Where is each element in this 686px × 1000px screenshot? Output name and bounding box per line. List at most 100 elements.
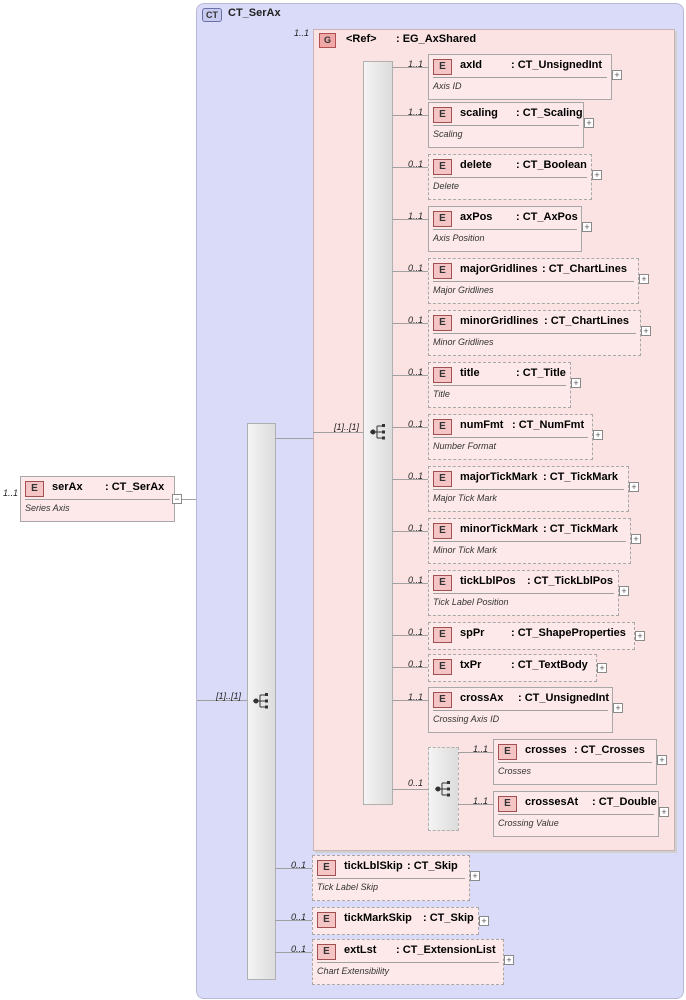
root-cardinality: 1..1 — [3, 488, 19, 498]
expand-toggle[interactable]: + — [584, 118, 594, 128]
expand-toggle[interactable]: + — [657, 755, 667, 765]
collapse-toggle[interactable]: − — [172, 494, 182, 504]
group-sequence-cardinality: [1]..[1] — [334, 422, 360, 432]
element-cardinality: 1..1 — [473, 796, 489, 806]
element-cardinality: 0..1 — [408, 659, 424, 669]
connector-line — [275, 920, 312, 921]
element-type: : CT_AxPos — [516, 211, 578, 223]
element-type: : CT_UnsignedInt — [511, 59, 603, 71]
connector-line — [392, 583, 428, 584]
expand-toggle[interactable]: + — [479, 916, 489, 926]
expand-toggle[interactable]: + — [629, 482, 639, 492]
expand-toggle[interactable]: + — [613, 703, 623, 713]
element-type: : CT_UnsignedInt — [518, 692, 610, 704]
group-cardinality: 1..1 — [294, 28, 310, 38]
element-type: : CT_ExtensionList — [396, 944, 496, 956]
element-cardinality: 1..1 — [408, 211, 424, 221]
divider — [433, 333, 636, 334]
element-description: Chart Extensibility — [317, 966, 390, 976]
element-type: : CT_TickLblPos — [527, 575, 613, 587]
expand-toggle[interactable]: + — [612, 70, 622, 80]
element-badge: E — [433, 159, 452, 175]
connector-line — [275, 438, 313, 439]
element-badge: E — [433, 419, 452, 435]
expand-toggle[interactable]: + — [592, 170, 602, 180]
element-name: majorGridlines — [460, 263, 538, 275]
expand-toggle[interactable]: + — [504, 955, 514, 965]
connector-line — [392, 323, 428, 324]
element-description: Crosses — [498, 766, 532, 776]
divider — [433, 77, 607, 78]
divider — [433, 437, 588, 438]
element-cardinality: 0..1 — [408, 471, 424, 481]
element-badge: E — [433, 627, 452, 643]
connector-line — [392, 115, 428, 116]
connector-line — [392, 375, 428, 376]
element-cardinality: 0..1 — [291, 944, 307, 954]
divider — [433, 229, 577, 230]
element-name: spPr — [460, 627, 485, 639]
element-badge: E — [433, 315, 452, 331]
expand-toggle[interactable]: + — [631, 534, 641, 544]
expand-toggle[interactable]: + — [571, 378, 581, 388]
element-description: Axis ID — [433, 81, 462, 91]
element-type: : CT_Boolean — [516, 159, 587, 171]
element-name: extLst — [344, 944, 377, 956]
outer-sequence-cardinality: [1]..[1] — [216, 691, 242, 701]
divider — [498, 814, 654, 815]
divider — [433, 541, 626, 542]
element-badge: E — [433, 211, 452, 227]
expand-toggle[interactable]: + — [470, 871, 480, 881]
expand-toggle[interactable]: + — [635, 631, 645, 641]
root-element-serAx[interactable]: E serAx : CT_SerAx Series Axis — [20, 476, 175, 522]
divider — [317, 962, 499, 963]
element-description: Tick Label Position — [433, 597, 509, 607]
expand-toggle[interactable]: + — [659, 807, 669, 817]
expand-toggle[interactable]: + — [641, 326, 651, 336]
element-type: : CT_ChartLines — [544, 315, 629, 327]
connector-line — [392, 635, 428, 636]
element-description: Title — [433, 389, 450, 399]
divider — [433, 385, 566, 386]
element-name: tickMarkSkip — [344, 912, 412, 924]
element-description: Series Axis — [25, 503, 70, 513]
element-type: : CT_ChartLines — [542, 263, 627, 275]
expand-toggle[interactable]: + — [597, 663, 607, 673]
sequence-icon — [370, 424, 385, 440]
expand-toggle[interactable]: + — [582, 222, 592, 232]
connector-line — [392, 700, 428, 701]
complex-type-title: CT_SerAx — [228, 7, 281, 19]
element-description: Major Gridlines — [433, 285, 494, 295]
connector-line — [458, 752, 493, 753]
element-cardinality: 0..1 — [408, 523, 424, 533]
element-badge: E — [317, 860, 336, 876]
expand-toggle[interactable]: + — [619, 586, 629, 596]
element-type: : CT_TextBody — [511, 659, 588, 671]
expand-toggle[interactable]: + — [593, 430, 603, 440]
element-badge: E — [433, 107, 452, 123]
element-cardinality: 0..1 — [408, 419, 424, 429]
expand-toggle[interactable]: + — [639, 274, 649, 284]
connector-line — [392, 531, 428, 532]
element-type: : CT_ShapeProperties — [511, 627, 626, 639]
group-badge: G — [319, 33, 336, 48]
